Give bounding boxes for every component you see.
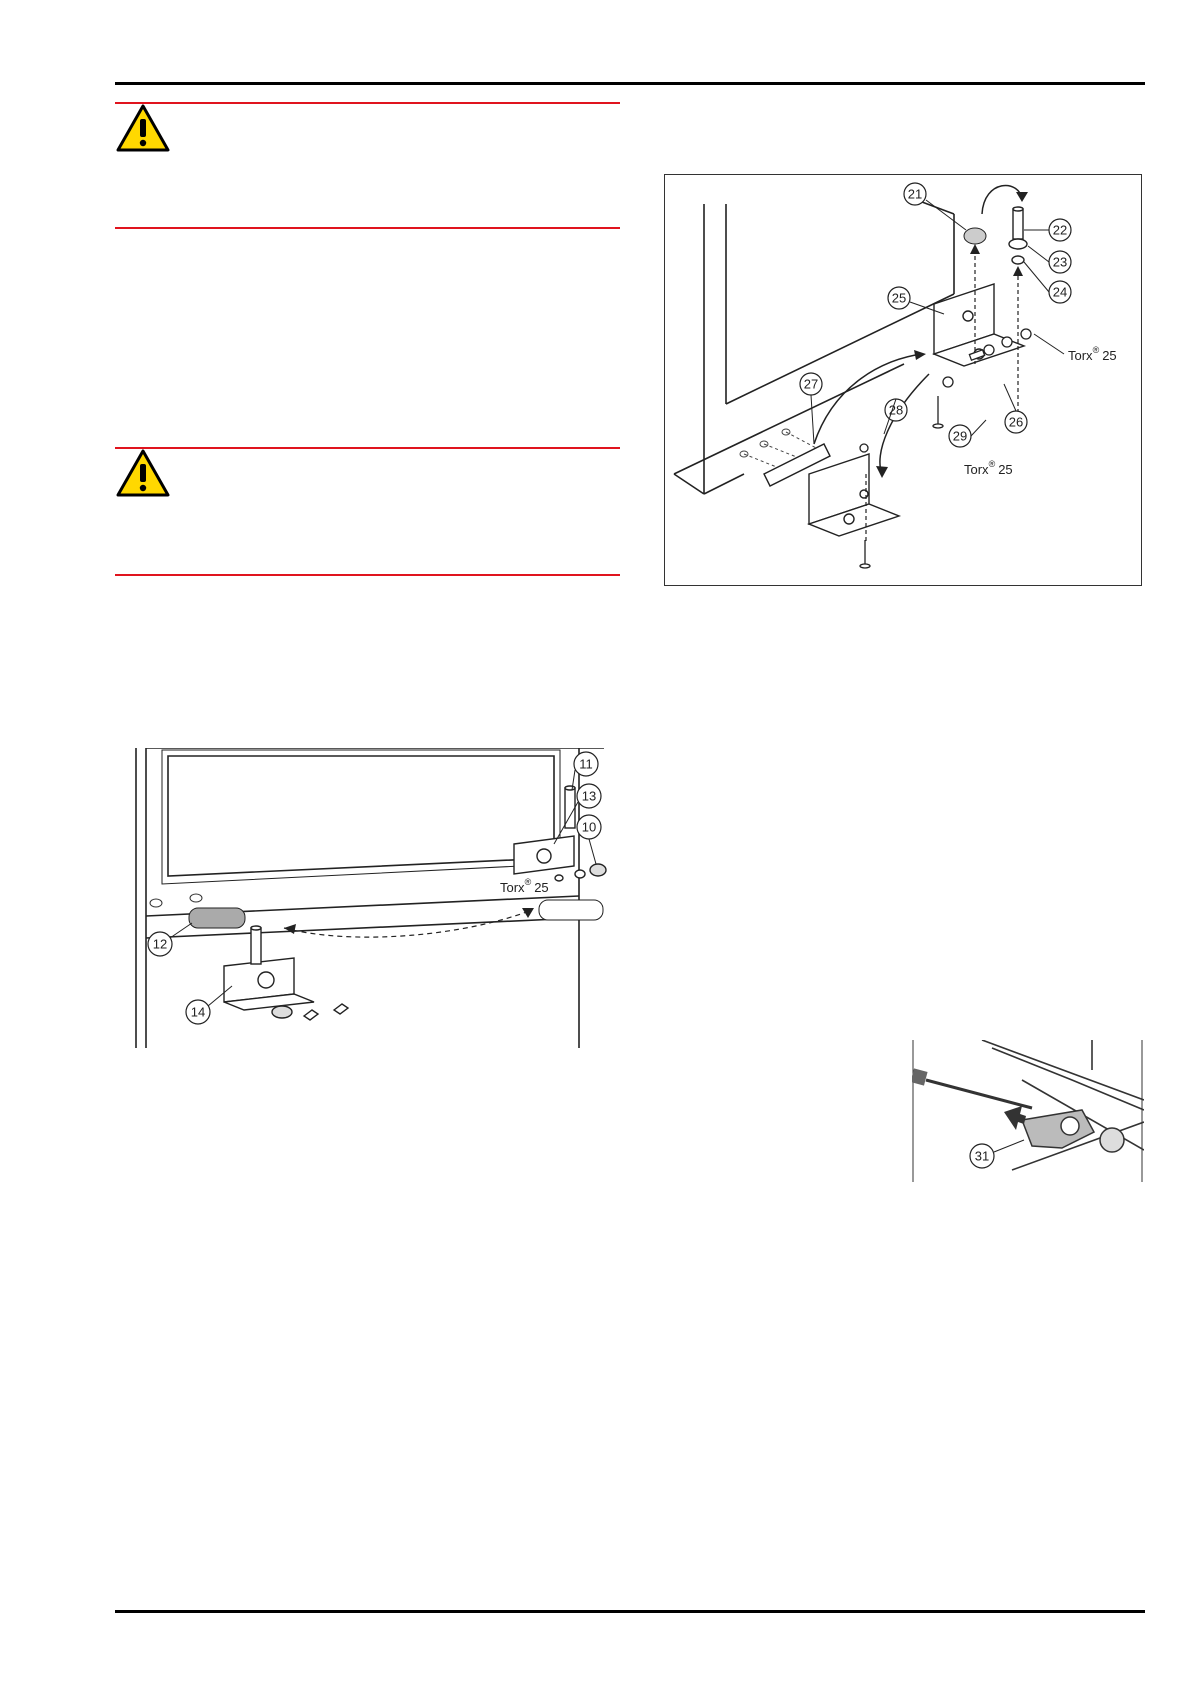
footer-rule <box>115 1610 1145 1613</box>
callout-14: 14 <box>191 1005 205 1020</box>
figure-upper-hinge-diagram: 21 22 23 24 25 26 27 28 29 Torx®25 Torx®… <box>664 174 1142 586</box>
callout-27: 27 <box>804 377 818 392</box>
callout-24: 24 <box>1053 285 1067 300</box>
callout-25: 25 <box>892 291 906 306</box>
callout-12: 12 <box>153 937 167 952</box>
warning-2-bottom-rule <box>115 574 620 576</box>
torx-label-lower: Torx®25 <box>964 459 1013 477</box>
callout-23: 23 <box>1053 255 1067 270</box>
callout-26: 26 <box>1009 415 1023 430</box>
warning-triangle-icon <box>115 103 171 158</box>
header-rule <box>115 82 1145 85</box>
torx-label-upper: Torx®25 <box>1068 345 1117 363</box>
figure-lower-door-hinge-diagram: 11 13 10 12 14 Torx®25 <box>134 748 614 1052</box>
warning-1-bottom-rule <box>115 227 620 229</box>
torx-label-left: Torx®25 <box>500 877 549 895</box>
warning-1-top-rule <box>115 102 620 104</box>
callout-11: 11 <box>579 757 593 772</box>
warning-triangle-icon <box>115 448 171 503</box>
callout-21: 21 <box>908 187 922 202</box>
callout-29: 29 <box>953 429 967 444</box>
callout-13: 13 <box>582 789 596 804</box>
callout-10: 10 <box>582 820 596 835</box>
figure-clip-release-photo: 31 <box>912 1040 1144 1182</box>
callout-22: 22 <box>1053 223 1067 238</box>
warning-2-top-rule <box>115 447 620 449</box>
callout-31: 31 <box>975 1149 989 1164</box>
callout-28: 28 <box>889 403 903 418</box>
